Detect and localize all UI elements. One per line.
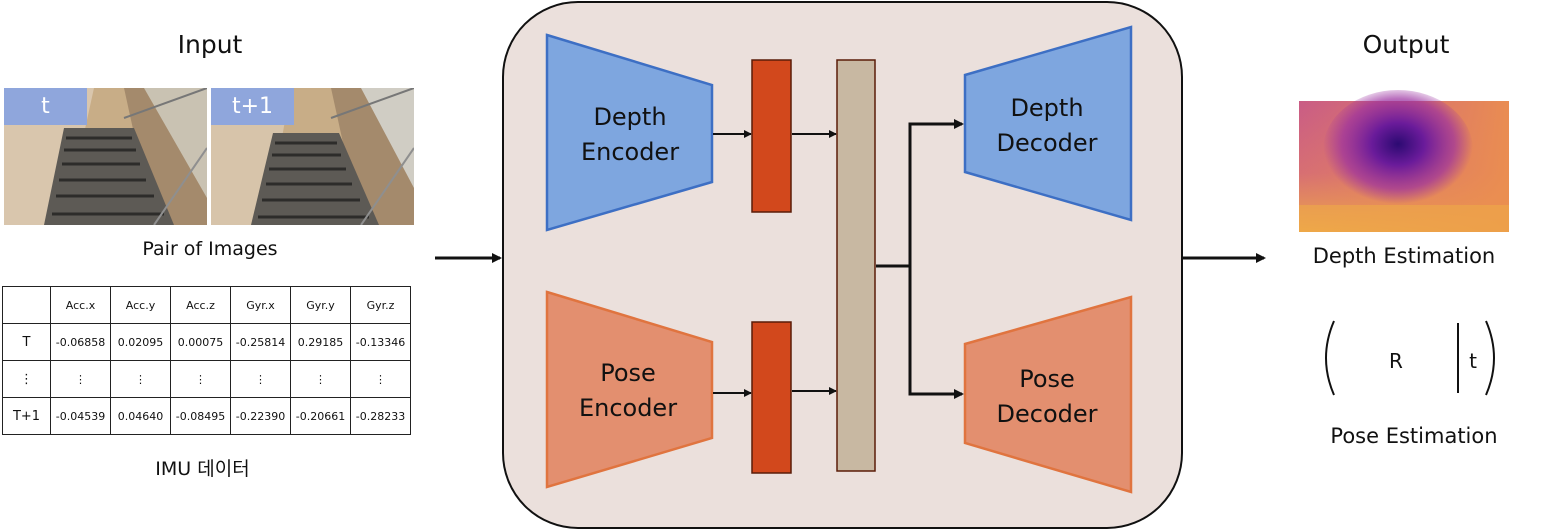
table-cell: 0.04640 (110, 397, 171, 435)
table-cell: -0.04539 (50, 397, 111, 435)
pose-decoder-block (963, 295, 1133, 494)
imu-table: Acc.x Acc.y Acc.z Gyr.x Gyr.y Gyr.z T -0… (2, 286, 411, 435)
input-heading: Input (177, 30, 243, 59)
concat-feature-block (836, 59, 876, 472)
stairs-picture-t (4, 88, 207, 225)
pose-encoder-label: Encoder (579, 394, 677, 422)
table-cell: -0.25814 (230, 323, 291, 361)
stair-image-t1: t+1 (211, 88, 414, 225)
images-caption: Pair of Images (142, 238, 278, 260)
table-header-cell: Acc.y (110, 286, 171, 324)
depth-feature-block (751, 59, 792, 213)
table-cell: ⋮ (290, 360, 351, 398)
decoder-branch-connector (876, 119, 964, 268)
pose-matrix: R t (1325, 320, 1495, 396)
depth-decoder-label: Depth (1010, 94, 1083, 122)
depth-decoder-label: Decoder (997, 129, 1098, 157)
table-cell: -0.06858 (50, 323, 111, 361)
pose-decoder-label: Decoder (997, 400, 1098, 428)
table-cell: -0.28233 (350, 397, 411, 435)
imu-caption: IMU 데이터 (155, 458, 250, 480)
table-row: T+1 -0.04539 0.04640 -0.08495 -0.22390 -… (2, 397, 411, 435)
decoder-branch-connector (908, 266, 964, 399)
depth-encoder-label: Encoder (581, 138, 679, 166)
matrix-left-paren (1325, 320, 1335, 396)
pose-feature-block (751, 321, 792, 474)
rotation-symbol: R (1389, 349, 1403, 373)
pose-decoder-label: Pose (1019, 365, 1075, 393)
table-row: T -0.06858 0.02095 0.00075 -0.25814 0.29… (2, 323, 411, 361)
depth-estimation-map (1299, 90, 1509, 232)
pose-encoder-block (545, 290, 714, 489)
table-row-label: T+1 (2, 397, 51, 435)
translation-symbol: t (1469, 349, 1477, 373)
frame-label-t1: t+1 (211, 88, 294, 125)
table-cell (2, 286, 51, 324)
table-cell: 0.29185 (290, 323, 351, 361)
stair-image-t: t (4, 88, 207, 225)
table-cell: -0.08495 (170, 397, 231, 435)
table-header-cell: Gyr.y (290, 286, 351, 324)
frame-label-t: t (4, 88, 87, 125)
table-header-row: Acc.x Acc.y Acc.z Gyr.x Gyr.y Gyr.z (2, 286, 411, 324)
output-heading: Output (1362, 30, 1450, 59)
depth-encoder-label: Depth (593, 103, 666, 131)
depth-decoder-block (963, 25, 1133, 222)
pose-estimation-caption: Pose Estimation (1330, 424, 1498, 448)
table-cell: -0.20661 (290, 397, 351, 435)
depth-estimation-caption: Depth Estimation (1312, 244, 1496, 268)
pose-encoder-label: Pose (600, 359, 656, 387)
depth-encoder-block (545, 33, 714, 232)
table-header-cell: Gyr.x (230, 286, 291, 324)
table-header-cell: Gyr.z (350, 286, 411, 324)
matrix-right-paren (1485, 320, 1495, 396)
